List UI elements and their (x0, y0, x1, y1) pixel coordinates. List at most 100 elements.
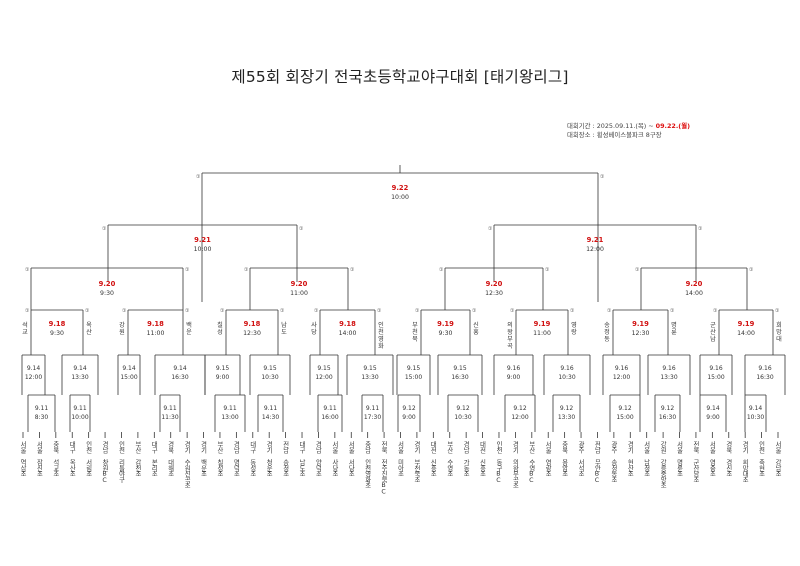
final-date: 9.22 (392, 184, 409, 192)
team-name: 동구BC (494, 459, 502, 484)
team-region: 경기 (741, 441, 749, 453)
team-name: 남정초 (642, 459, 650, 477)
schedule-line: 대회기간 : 2025.09.11.(목) ~ 09.22.(월) (567, 121, 690, 130)
r16-team: 옥 (86, 322, 92, 329)
team-region: 부산 (445, 441, 453, 453)
r16-team: 랑 (571, 329, 577, 336)
r16-team: 왕 (507, 328, 513, 336)
team-name: 의왕부곡초 (511, 459, 519, 488)
r16-1-date: 9.18 (49, 320, 66, 328)
slot-marker: ① (570, 308, 575, 314)
r64-time: 8:30 (35, 414, 49, 421)
quarter-1-time: 9:30 (100, 290, 114, 297)
team-region: 경북 (166, 441, 174, 453)
team-region: 서울 (544, 441, 552, 453)
r16-team: 부 (507, 336, 513, 343)
venue-line: 대회장소 : 횡성베이스볼파크 8구장 (567, 131, 662, 139)
team-region: 경기 (511, 441, 519, 453)
semi-1-time: 10:00 (194, 246, 212, 253)
r32-date: 9.15 (216, 365, 230, 372)
team-region: 경남 (462, 441, 470, 453)
r16-team: 흥 (473, 328, 479, 336)
team-name: 잠신초 (35, 459, 43, 477)
team-region: 인천 (757, 441, 765, 453)
r64-date: 9.12 (560, 405, 574, 412)
team-region: 부산 (215, 441, 223, 453)
slot-marker: ① (185, 267, 190, 273)
r64-time: 16:00 (321, 414, 338, 421)
team-region: 인천 (117, 441, 125, 453)
team-region: 경남 (101, 441, 109, 453)
slot-marker: ① (670, 308, 675, 314)
quarter-2-time: 11:00 (290, 290, 308, 297)
team-name: 용암초 (560, 459, 568, 477)
team-region: 대구 (150, 441, 158, 453)
semi-2-time: 12:00 (586, 246, 604, 253)
r32-date: 9.16 (507, 365, 521, 372)
slot-marker: ① (299, 226, 304, 232)
r32-date: 9.16 (615, 365, 629, 372)
team-name: 감천초 (133, 459, 141, 477)
team-name: 신흥초 (429, 459, 437, 477)
r16-team: 강 (119, 321, 125, 329)
team-region: 부산 (133, 441, 141, 453)
team-name: 경신초 (724, 459, 732, 477)
r16-8-time: 14:00 (737, 330, 755, 337)
r64-date: 9.12 (618, 405, 632, 412)
team-region: 서울 (675, 441, 683, 453)
team-name: 신흥초 (478, 459, 486, 477)
r32-time: 13:30 (361, 374, 378, 381)
team-region: 전북 (380, 441, 388, 453)
team-name: 백운초 (199, 459, 207, 477)
r32-date: 9.15 (363, 365, 377, 372)
r16-5-time: 9:30 (439, 330, 453, 337)
r16-team: 천 (412, 328, 418, 336)
r32-time: 13:30 (660, 374, 677, 381)
team-region: 경기 (183, 441, 191, 453)
team-name: 송정동초 (609, 459, 617, 483)
slot-marker: ① (775, 308, 780, 314)
team-name: 군산남초 (691, 459, 699, 483)
r64-time: 10:30 (747, 414, 764, 421)
r64-time: 9:00 (706, 414, 720, 421)
team-region: 서울 (19, 441, 26, 453)
team-name: 창원BC (101, 459, 109, 484)
r16-team: 성 (217, 328, 223, 336)
team-name: 석교초 (51, 459, 59, 477)
slot-marker: ① (607, 308, 612, 314)
team-name: 명덕초 (232, 459, 240, 477)
schedule-label: 대회기간 : 2025.09.11.(목) ~ (567, 122, 656, 130)
r16-team: 남 (281, 321, 287, 329)
slot-marker: ① (25, 308, 30, 314)
team-region: 전남 (281, 441, 289, 453)
team-name: 강남초 (774, 459, 781, 477)
r64-date: 9.11 (73, 405, 87, 412)
team-name: 서당초 (347, 459, 355, 477)
quarter-1-date: 9.20 (99, 280, 116, 288)
r16-team: 영 (378, 335, 384, 343)
team-name: 희망대초 (741, 459, 749, 483)
r16-team: 사 (311, 321, 317, 329)
r64-date: 9.11 (323, 405, 337, 412)
team-name: 미아초 (396, 459, 404, 477)
team-name: 가동초 (462, 459, 470, 477)
team-region: 대전 (478, 441, 486, 453)
r32-date: 9.16 (709, 365, 723, 372)
r16-4-date: 9.18 (339, 320, 356, 328)
team-region: 경기 (265, 441, 273, 453)
r64-date: 9.11 (264, 405, 278, 412)
r16-team: 인 (378, 322, 384, 329)
r32-date: 9.16 (560, 365, 574, 372)
r64-date: 9.11 (223, 405, 237, 412)
team-name: 양덕초 (314, 459, 322, 477)
team-name: 수원신곡초 (183, 459, 191, 488)
team-region: 서울 (396, 441, 404, 453)
slot-marker: ① (244, 267, 249, 273)
slot-marker: ① (185, 308, 190, 314)
team-region: 대구 (298, 441, 306, 453)
team-name: 영중초 (708, 459, 716, 477)
r16-team: 의 (507, 321, 513, 329)
slot-marker: ① (25, 267, 30, 273)
team-region: 경기 (626, 441, 634, 453)
